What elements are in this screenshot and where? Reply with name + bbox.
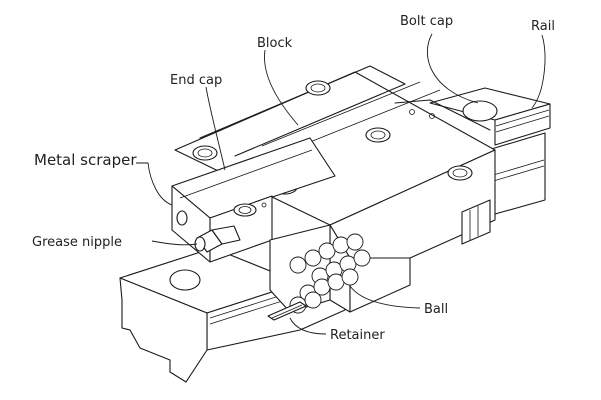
leader-lines <box>136 33 546 335</box>
label-metal-scraper: Metal scraper <box>34 151 137 169</box>
end-cap-leader <box>205 86 226 171</box>
label-rail: Rail <box>531 19 555 34</box>
retainer-leader <box>289 317 327 335</box>
grease-nipple-leader <box>151 240 198 246</box>
label-block: Block <box>257 36 293 51</box>
label-ball: Ball <box>424 302 448 317</box>
label-end-cap: End cap <box>170 73 222 88</box>
metal-scraper-leader <box>136 162 173 206</box>
labels: Bolt cap Rail Block End cap Metal scrape… <box>32 14 555 343</box>
label-bolt-cap: Bolt cap <box>400 14 453 29</box>
label-grease-nipple: Grease nipple <box>32 235 122 250</box>
label-retainer: Retainer <box>330 328 385 343</box>
rail-bolt-hole <box>169 269 201 291</box>
scraper-hole <box>176 210 188 226</box>
rail-leader <box>531 34 546 109</box>
bolt-cap-circle <box>462 100 498 122</box>
retainer <box>267 301 307 321</box>
ball-leader <box>349 285 421 309</box>
bolt-cap-leader <box>426 33 479 104</box>
balls <box>289 233 371 314</box>
block-leader <box>264 49 299 126</box>
